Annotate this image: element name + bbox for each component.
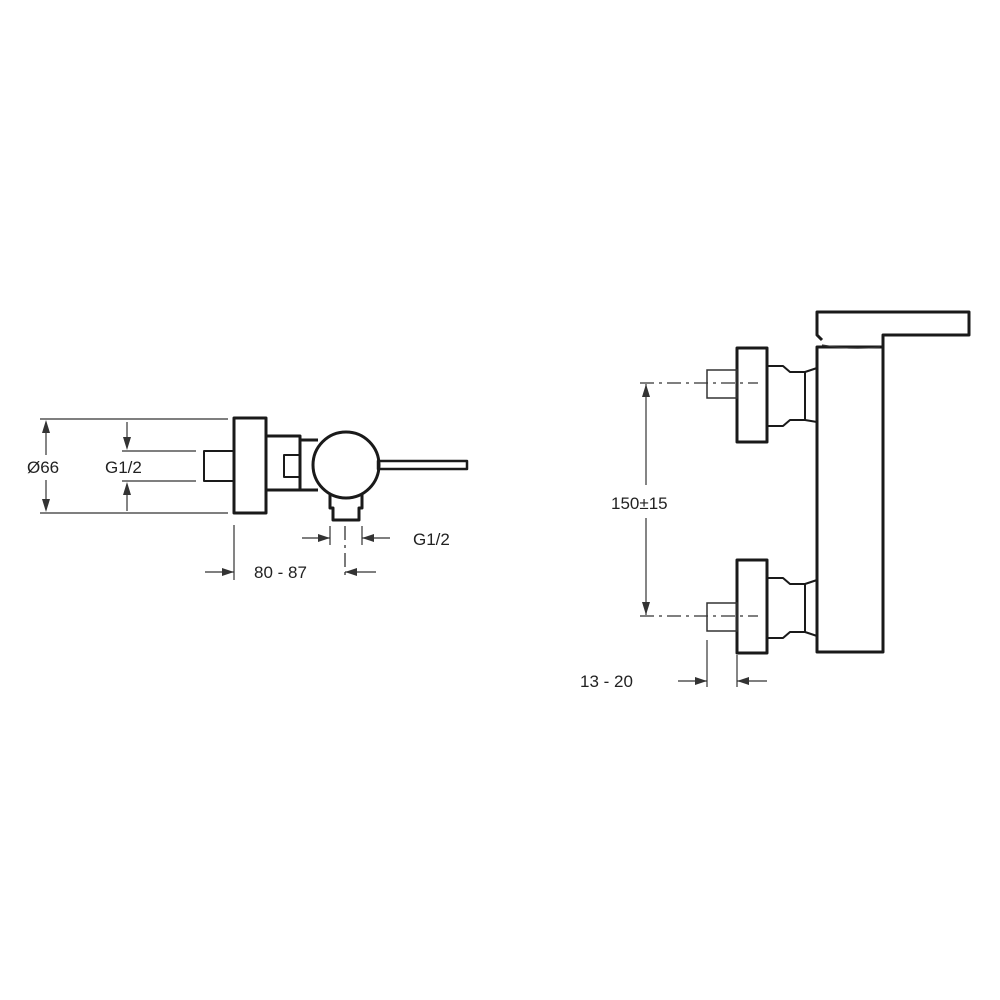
adjustment-label: 13 - 20 <box>580 672 633 691</box>
projection-label: 80 - 87 <box>254 563 307 582</box>
outlet-thread-dimension: G1/2 <box>302 526 450 580</box>
diameter-dimension: Ø66 <box>27 418 228 514</box>
mixer-front-outline <box>706 310 971 655</box>
inlet-thread-dimension: G1/2 <box>105 422 196 511</box>
inlet-thread-label: G1/2 <box>105 458 142 477</box>
projection-dimension: 80 - 87 <box>205 525 376 582</box>
mixer-side-outline <box>203 416 469 522</box>
outlet-thread-label: G1/2 <box>413 530 450 549</box>
center-distance-label: 150±15 <box>611 494 668 513</box>
center-distance-dimension: 150±15 <box>611 382 758 617</box>
front-view: 150±15 13 - 20 <box>580 310 971 691</box>
diameter-label: Ø66 <box>27 458 59 477</box>
side-view: Ø66 G1/2 G1/2 80 - 87 <box>27 416 469 582</box>
adjustment-dimension: 13 - 20 <box>580 640 767 691</box>
